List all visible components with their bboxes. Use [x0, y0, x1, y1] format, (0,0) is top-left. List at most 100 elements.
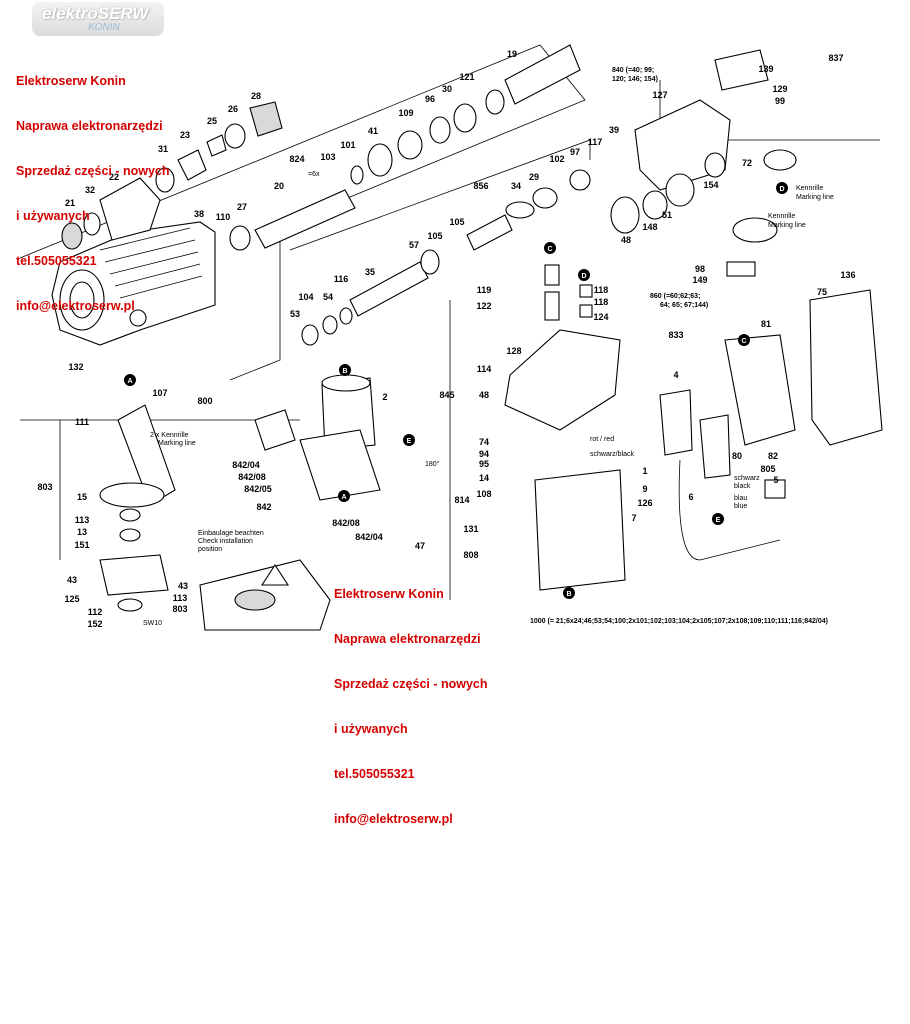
part-label: 9 — [642, 484, 647, 494]
part-label: 842/08 — [238, 472, 266, 482]
note-marking-e: Marking line — [768, 222, 806, 229]
part-label: 102 — [549, 154, 564, 164]
part-label: 125 — [64, 594, 79, 604]
part-label: 148 — [642, 222, 657, 232]
watermark-bottom-line: Naprawa elektronarzędzi — [334, 632, 481, 646]
motor-housing-block — [504, 264, 626, 591]
part-label: 154 — [703, 180, 718, 190]
marker-b-bottom: B — [566, 591, 571, 598]
part-label: 803 — [172, 604, 187, 614]
part-label: 51 — [662, 210, 672, 220]
part-label: 6 — [688, 492, 693, 502]
marker-e-bottom: E — [716, 517, 721, 524]
part-label: 14 — [479, 473, 489, 483]
part-label: 1 — [642, 466, 647, 476]
part-label: 28 — [251, 91, 261, 101]
part-label: 22 — [109, 172, 119, 182]
logo-sub-text: KONIN — [88, 22, 120, 33]
note-install-en1: Check installation — [198, 538, 253, 545]
part-label: 5 — [773, 475, 778, 485]
part-label: 38 — [194, 209, 204, 219]
part-label: 80 — [732, 451, 742, 461]
part-label: 13 — [77, 527, 87, 537]
part-label: 95 — [479, 459, 489, 469]
part-label: 113 — [75, 515, 90, 525]
note-kennrille-a: 2 x Kennrille — [150, 432, 189, 439]
watermark-top-line: info@elektroserw.pl — [16, 299, 135, 313]
part-label: 149 — [692, 275, 707, 285]
armature — [99, 404, 176, 612]
part-label: 43 — [67, 575, 77, 585]
watermark-bottom-line: Sprzedaż części - nowych — [334, 677, 488, 691]
part-label: 126 — [637, 498, 652, 508]
note-set-860: 860 (=60;62;63; — [650, 293, 700, 300]
marker-a-top: A — [127, 378, 132, 385]
part-label: 7 — [631, 513, 636, 523]
marker-e-mid: E — [407, 438, 412, 445]
part-label: 19 — [507, 49, 517, 59]
part-label: 23 — [180, 130, 190, 140]
watermark-top-line: tel.505055321 — [16, 254, 97, 268]
note-marking-d: Marking line — [796, 194, 834, 201]
part-label: 136 — [840, 270, 855, 280]
housing-38 — [51, 221, 216, 346]
part-label: 97 — [570, 147, 580, 157]
part-label: 107 — [152, 388, 167, 398]
watermark-top-line: Elektroserw Konin — [16, 74, 126, 88]
marker-b-top: B — [342, 368, 347, 375]
part-label: 27 — [237, 202, 247, 212]
part-label: 35 — [365, 267, 375, 277]
part-label: 151 — [74, 540, 89, 550]
part-label: 114 — [477, 364, 492, 374]
part-label: 113 — [173, 593, 188, 603]
part-label: 833 — [668, 330, 683, 340]
handle-parts — [659, 261, 883, 561]
note-schwarz: schwarz/black — [590, 451, 634, 458]
note-black2: black — [734, 483, 751, 490]
part-label: 15 — [77, 492, 87, 502]
part-label: 111 — [75, 417, 89, 427]
part-label: 139 — [758, 64, 773, 74]
note-x6: =6x — [308, 171, 320, 178]
note-set-840b: 120; 146; 154) — [612, 76, 658, 83]
note-schwarz2: schwarz — [734, 475, 760, 482]
part-label: 124 — [593, 312, 608, 322]
part-label: 842/08 — [332, 518, 360, 528]
part-label: 110 — [216, 212, 231, 222]
part-label: 48 — [621, 235, 631, 245]
watermark-bottom: Elektroserw Konin Naprawa elektronarzędz… — [334, 557, 488, 842]
marker-c-right: C — [741, 338, 746, 345]
part-label: 81 — [761, 319, 771, 329]
part-label: 131 — [463, 524, 478, 534]
part-label: 4 — [673, 370, 678, 380]
note-kennrille-d: Kennrille — [796, 185, 823, 192]
marker-d-right: D — [779, 186, 784, 193]
note-rot: rot / red — [590, 436, 614, 443]
part-label: 103 — [320, 152, 335, 162]
part-label: 101 — [340, 140, 355, 150]
part-label: 824 — [289, 154, 304, 164]
part-label: 30 — [442, 84, 452, 94]
part-label: 808 — [463, 550, 478, 560]
watermark-top-line: Naprawa elektronarzędzi — [16, 119, 163, 133]
note-blue: blue — [734, 503, 747, 510]
note-set-860b: 64; 65; 67;144) — [660, 302, 708, 309]
part-label: 29 — [529, 172, 539, 182]
part-label: 25 — [207, 116, 217, 126]
part-label: 31 — [158, 144, 168, 154]
part-label: 118 — [594, 285, 609, 295]
part-label: 152 — [87, 619, 102, 629]
part-label: 39 — [609, 125, 619, 135]
part-label: 43 — [178, 581, 188, 591]
part-label: 72 — [742, 158, 752, 168]
part-label: 842 — [256, 502, 271, 512]
part-label: 845 — [439, 390, 454, 400]
note-install-en2: position — [198, 546, 222, 553]
markers: A B C D D E A B C E — [124, 182, 788, 599]
marker-a-mid: A — [341, 494, 346, 501]
part-label: 127 — [652, 90, 667, 100]
part-label: 814 — [454, 495, 469, 505]
logo-main-text: elektroSERW — [42, 4, 149, 23]
note-install-de: Einbaulage beachten — [198, 530, 264, 537]
chuck-parts — [61, 101, 283, 250]
